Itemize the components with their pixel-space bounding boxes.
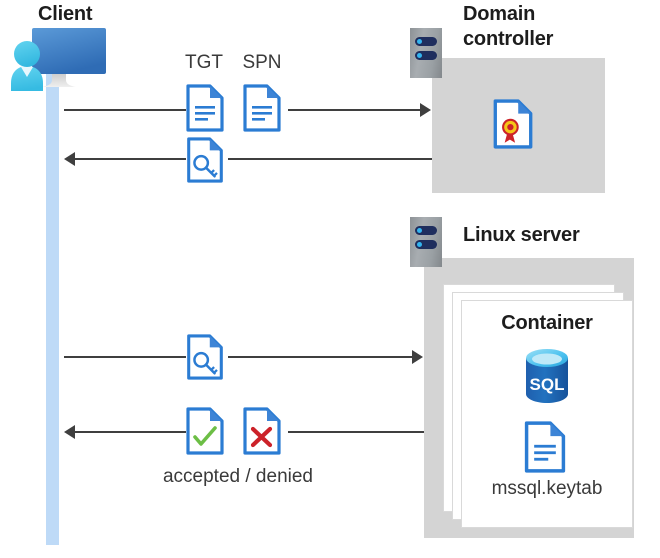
svg-text:SQL: SQL	[530, 375, 565, 394]
tgt-caption: TGT	[185, 52, 223, 73]
client-lifeline	[46, 62, 59, 545]
linux-server-label: Linux server	[463, 224, 580, 246]
message-4-line-right	[288, 431, 424, 433]
rack-led-2	[417, 242, 422, 247]
spn-caption: SPN	[242, 52, 282, 73]
message-3-line-left	[64, 356, 186, 358]
message-3-line-right	[228, 356, 420, 358]
message-4-document-check-icon	[186, 407, 224, 455]
rack-led-2	[417, 53, 422, 58]
client-label: Client	[38, 3, 93, 25]
message-4-arrowhead	[64, 425, 75, 439]
domain-controller-label-line2: controller	[463, 28, 554, 50]
linux-server-server-rack-icon	[410, 217, 442, 267]
message-2-arrowhead	[64, 152, 75, 166]
tgt-document-lines-icon	[186, 84, 224, 132]
message-1-arrowhead	[420, 103, 431, 117]
keytab-caption: mssql.keytab	[491, 478, 603, 499]
sql-database-icon: SQL	[521, 348, 573, 404]
rack-bay-1	[415, 226, 437, 235]
spn-document-lines-icon	[243, 84, 281, 132]
certificate-document-icon	[492, 99, 534, 149]
message-3-document-key-icon	[186, 334, 224, 380]
message-1-line-right	[288, 109, 428, 111]
rack-bay-1	[415, 37, 437, 46]
domain-controller-label-line1: Domain	[463, 3, 536, 25]
rack-led-1	[417, 228, 422, 233]
message-3-arrowhead	[412, 350, 423, 364]
message-2-line-right	[228, 158, 432, 160]
message-2-document-key-icon	[186, 137, 224, 183]
rack-bay-2	[415, 240, 437, 249]
accepted-denied-caption: accepted / denied	[162, 466, 313, 487]
message-2-line-left	[74, 158, 186, 160]
domain-controller-server-rack-icon	[410, 28, 442, 78]
message-1-line-left	[64, 109, 186, 111]
message-4-document-cross-icon	[243, 407, 281, 455]
rack-bay-2	[415, 51, 437, 60]
client-computer-user-icon	[8, 25, 116, 91]
keytab-document-icon	[524, 421, 566, 473]
rack-led-1	[417, 39, 422, 44]
message-4-line-left	[74, 431, 186, 433]
container-label: Container	[501, 312, 593, 334]
container-card-front	[461, 300, 633, 528]
